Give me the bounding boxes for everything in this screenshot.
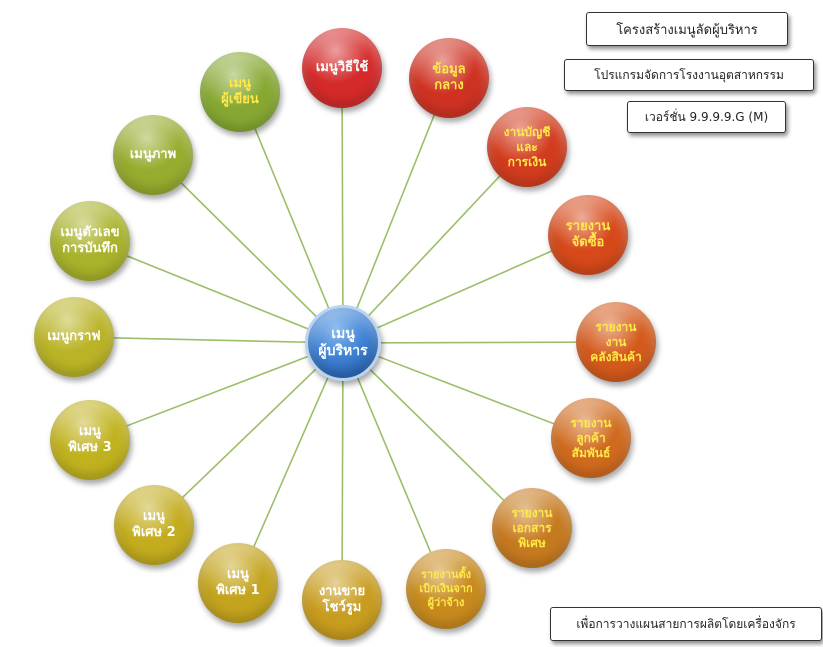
node-warehouse-report[interactable]: รายงาน งาน คลังสินค้า bbox=[576, 302, 656, 382]
link-author-menu bbox=[239, 91, 344, 344]
hub-label: เมนู ผู้บริหาร bbox=[318, 325, 368, 360]
node-special-menu-1[interactable]: เมนู พิเศษ 1 bbox=[198, 543, 278, 623]
diagram-title-box: โครงสร้างเมนูลัดผู้บริหาร bbox=[586, 12, 788, 46]
node-showroom-sales[interactable]: งานขาย โชว์รูม bbox=[302, 560, 382, 640]
node-author-menu[interactable]: เมนู ผู้เขียน bbox=[200, 52, 280, 132]
node-special-menu-3[interactable]: เมนู พิเศษ 3 bbox=[50, 400, 130, 480]
link-user-manual bbox=[341, 67, 344, 344]
link-special-menu-3 bbox=[89, 342, 344, 441]
footer-note: เพื่อการวางแผนสายการผลิตโดยเครื่องจักร bbox=[576, 616, 796, 631]
link-purchase-report bbox=[342, 234, 589, 344]
node-label: รายงานตั้ง เบิกเงินจาก ผู้ว่าจ้าง bbox=[419, 568, 473, 609]
node-subcontractor-report[interactable]: รายงานตั้ง เบิกเงินจาก ผู้ว่าจ้าง bbox=[406, 549, 486, 629]
node-label: รายงาน งาน คลังสินค้า bbox=[590, 319, 642, 364]
node-master-data[interactable]: ข้อมูล กลาง bbox=[409, 38, 489, 118]
node-label: รายงาน เอกสาร พิเศษ bbox=[511, 505, 553, 550]
link-special-document-report bbox=[342, 342, 533, 529]
node-customer-relations-report[interactable]: รายงาน ลูกค้า สัมพันธ์ bbox=[551, 398, 631, 478]
link-customer-relations-report bbox=[342, 342, 592, 439]
node-label: งานบัญชี และ การเงิน bbox=[503, 124, 551, 169]
node-label: รายงาน ลูกค้า สัมพันธ์ bbox=[570, 415, 612, 460]
link-number-entry-menu bbox=[89, 240, 344, 344]
node-label: เมนู ผู้เขียน bbox=[221, 75, 259, 107]
node-label: เมนูภาพ bbox=[129, 146, 177, 162]
link-image-menu bbox=[152, 154, 344, 344]
node-label: งานขาย โชว์รูม bbox=[318, 583, 366, 615]
diagram-title: โครงสร้างเมนูลัดผู้บริหาร bbox=[616, 22, 758, 38]
node-image-menu[interactable]: เมนูภาพ bbox=[113, 115, 193, 195]
version-label: เวอร์ชั่น 9.9.9.9.G (M) bbox=[644, 109, 769, 124]
node-special-document-report[interactable]: รายงาน เอกสาร พิเศษ bbox=[492, 488, 572, 568]
link-warehouse-report bbox=[342, 341, 617, 344]
version-box: เวอร์ชั่น 9.9.9.9.G (M) bbox=[627, 101, 786, 133]
node-purchase-report[interactable]: รายงาน จัดซื้อ bbox=[548, 195, 628, 275]
node-graph-menu[interactable]: เมนูกราฟ bbox=[34, 297, 114, 377]
link-accounting-finance bbox=[342, 146, 528, 344]
node-special-menu-2[interactable]: เมนู พิเศษ 2 bbox=[114, 485, 194, 565]
node-accounting-finance[interactable]: งานบัญชี และ การเงิน bbox=[487, 107, 567, 187]
node-label: เมนูตัวเลข การบันทึก bbox=[60, 224, 120, 256]
node-label: รายงาน จัดซื้อ bbox=[565, 218, 611, 250]
node-label: เมนู พิเศษ 2 bbox=[132, 508, 176, 540]
footer-note-box: เพื่อการวางแผนสายการผลิตโดยเครื่องจักร bbox=[550, 607, 822, 641]
link-special-menu-2 bbox=[153, 342, 344, 526]
link-showroom-sales bbox=[341, 342, 344, 601]
node-label: เมนู พิเศษ 3 bbox=[68, 423, 112, 455]
node-label: เมนูวิธีใช้ bbox=[315, 59, 369, 75]
program-name-box: โปรแกรมจัดการโรงงานอุตสาหกรรม bbox=[564, 59, 814, 91]
node-label: เมนู พิเศษ 1 bbox=[216, 566, 260, 598]
node-user-manual[interactable]: เมนูวิธีใช้ bbox=[302, 28, 382, 108]
link-special-menu-1 bbox=[237, 342, 344, 584]
program-name: โปรแกรมจัดการโรงงานอุตสาหกรรม bbox=[594, 67, 784, 82]
hub-executive-menu[interactable]: เมนู ผู้บริหาร bbox=[305, 305, 381, 381]
node-label: ข้อมูล กลาง bbox=[432, 61, 466, 93]
link-master-data bbox=[342, 77, 450, 344]
node-label: เมนูกราฟ bbox=[47, 328, 101, 344]
link-subcontractor-report bbox=[342, 342, 447, 590]
node-number-entry-menu[interactable]: เมนูตัวเลข การบันทึก bbox=[50, 201, 130, 281]
link-graph-menu bbox=[73, 336, 344, 344]
